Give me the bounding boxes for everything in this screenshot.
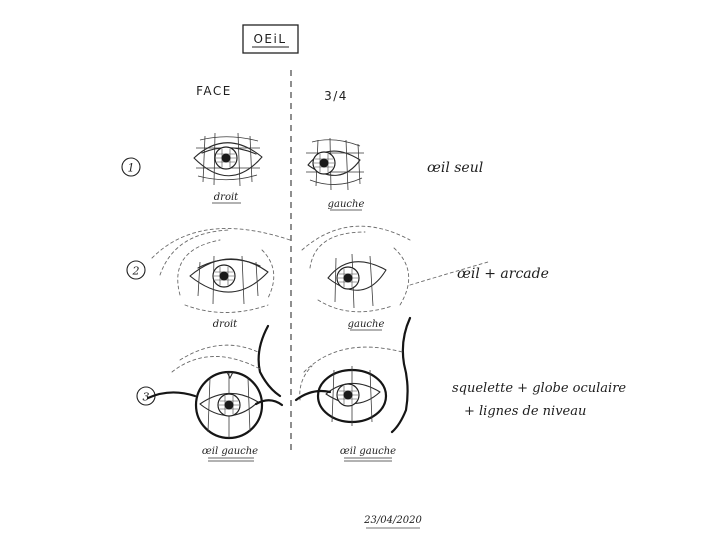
caption-3q-1: gauche <box>328 199 365 210</box>
note-row-2: œil + arcade <box>457 266 549 282</box>
row-2-number: 2 <box>126 260 146 280</box>
svg-text:3: 3 <box>143 391 150 404</box>
column-header-face: FACE <box>196 84 232 98</box>
eye-drawing-3q-3 <box>294 316 412 434</box>
column-header-three-quarter: 3/4 <box>324 89 348 103</box>
row-1: 1 droit gauche œil seul <box>121 132 483 211</box>
eye-drawing-face-1 <box>193 132 263 187</box>
eye-drawing-3q-1 <box>306 137 364 191</box>
title-box: OEiL <box>242 24 299 54</box>
eye-drawing-3q-2 <box>301 225 489 313</box>
row-2: 2 droit gauche œil + arcad <box>126 225 549 331</box>
caption-3q-3: œil gauche <box>340 446 396 457</box>
eye-drawing-face-2 <box>151 228 291 313</box>
row-3: 3 œil gauche œil ga <box>136 316 626 462</box>
note-row-3-line-2: + lignes de niveau <box>464 404 586 419</box>
note-row-3-line-1: squelette + globe oculaire <box>452 381 626 396</box>
svg-text:1: 1 <box>128 162 135 175</box>
eye-drawing-face-3 <box>146 324 284 440</box>
caption-face-1: droit <box>214 192 239 203</box>
caption-3q-2: gauche <box>348 319 385 330</box>
title-text: OEiL <box>253 32 286 46</box>
date-text: 23/04/2020 <box>363 515 422 526</box>
caption-face-3: œil gauche <box>202 446 258 457</box>
note-row-1: œil seul <box>427 160 483 176</box>
svg-text:2: 2 <box>132 265 140 278</box>
row-1-number: 1 <box>121 157 141 177</box>
caption-face-2: droit <box>213 319 238 330</box>
